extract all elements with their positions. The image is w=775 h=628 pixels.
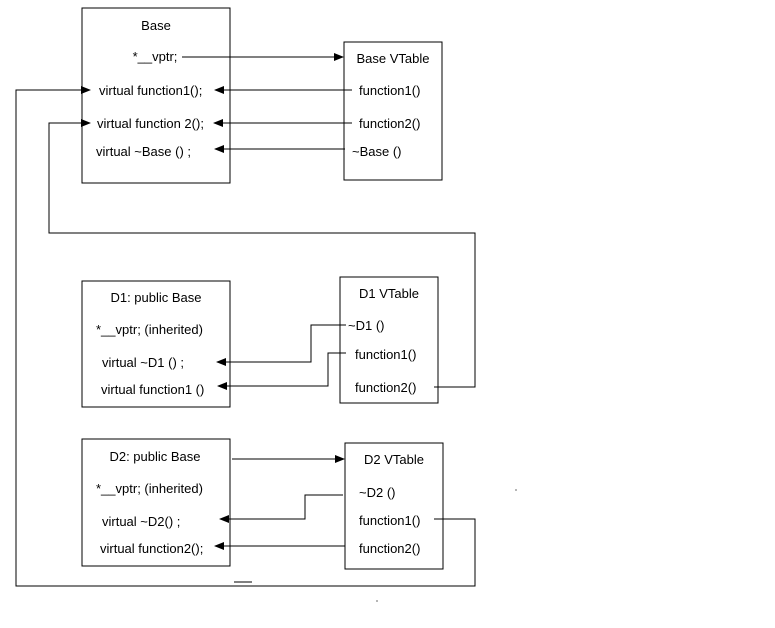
- d1-function1: virtual function1 (): [101, 382, 204, 397]
- base-vptr: *__vptr;: [133, 49, 178, 64]
- d2-function1-to-base-arrow: [15, 86, 476, 587]
- d1-vtable-function2: function2(): [355, 380, 416, 395]
- artifact-dot: [376, 600, 378, 602]
- base-title: Base: [141, 18, 171, 33]
- d1-function2-to-base-arrow: [48, 119, 476, 388]
- d2-vtable-function2: function2(): [359, 541, 420, 556]
- artifact-dot: [515, 489, 517, 491]
- base-destructor: virtual ~Base () ;: [96, 144, 191, 159]
- d2-vtable-title: D2 VTable: [364, 452, 424, 467]
- d1-destructor-arrow: [216, 324, 346, 366]
- d2-vtable-function1: function1(): [359, 513, 420, 528]
- d2-vtable-box: [344, 442, 444, 570]
- d1-vptr: *__vptr; (inherited): [96, 322, 203, 337]
- base-function1: virtual function1();: [99, 83, 202, 98]
- d2-title: D2: public Base: [109, 449, 200, 464]
- base-vtable-function1: function1(): [359, 83, 420, 98]
- base-function2: virtual function 2();: [97, 116, 204, 131]
- d1-title: D1: public Base: [110, 290, 201, 305]
- d1-class-box: [81, 280, 231, 408]
- d2-destructor-arrow: [219, 494, 343, 523]
- base-vtable-function2: function2(): [359, 116, 420, 131]
- d1-vtable-title: D1 VTable: [359, 286, 419, 301]
- base-vtable-box: [343, 41, 443, 181]
- base-vtable-destructor: ~Base (): [352, 144, 402, 159]
- d2-function2: virtual function2();: [100, 541, 203, 556]
- d2-class-box: [81, 438, 231, 567]
- d1-vtable-function1: function1(): [355, 347, 416, 362]
- d1-destructor: virtual ~D1 () ;: [102, 355, 184, 370]
- d2-vtable-destructor: ~D2 (): [359, 485, 395, 500]
- d1-function1-arrow: [217, 352, 346, 390]
- base-vtable-title: Base VTable: [357, 51, 430, 66]
- d1-vtable-box: [339, 276, 439, 404]
- d2-vptr: *__vptr; (inherited): [96, 481, 203, 496]
- base-class-box: [81, 7, 231, 184]
- d1-vtable-destructor: ~D1 (): [348, 318, 384, 333]
- d2-destructor: virtual ~D2() ;: [102, 514, 180, 529]
